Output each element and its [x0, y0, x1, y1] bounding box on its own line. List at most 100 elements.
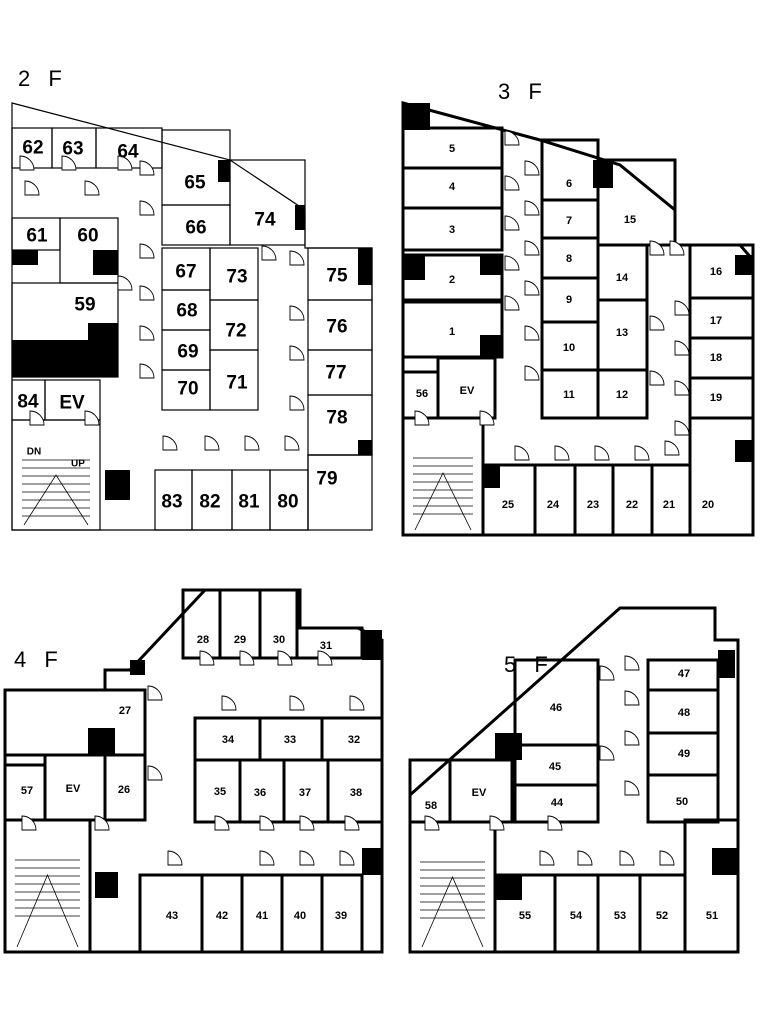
- room-label: 75: [326, 266, 348, 287]
- room-label: 43: [166, 910, 178, 922]
- door-icon: [524, 240, 540, 256]
- door-icon: [504, 215, 520, 231]
- room-label: 5: [449, 143, 455, 155]
- room-label: 30: [273, 634, 285, 646]
- room-label: 69: [177, 342, 198, 363]
- door-icon: [289, 345, 305, 361]
- door-icon: [524, 160, 540, 176]
- door-icon: [94, 815, 110, 831]
- door-icon: [524, 365, 540, 381]
- room-label: 14: [616, 272, 629, 284]
- room-label: 41: [256, 910, 268, 922]
- room-label: 17: [710, 315, 722, 327]
- door-icon: [204, 435, 220, 451]
- room-label: 38: [350, 787, 362, 799]
- room-label: 58: [425, 800, 437, 812]
- stair-landing: [414, 472, 472, 531]
- door-icon: [214, 815, 230, 831]
- room-label: 28: [197, 634, 209, 646]
- pillar: [95, 872, 118, 898]
- room-label: 2: [449, 274, 455, 286]
- pillar: [218, 160, 230, 182]
- door-icon: [289, 305, 305, 321]
- room-label: 74: [254, 210, 276, 231]
- door-icon: [424, 815, 440, 831]
- room-label: 53: [614, 910, 626, 922]
- room-label: 70: [177, 379, 198, 400]
- room-label: 81: [238, 492, 260, 513]
- pillar: [362, 630, 382, 660]
- door-icon: [344, 815, 360, 831]
- room-label: 33: [284, 734, 296, 746]
- door-icon: [139, 325, 155, 341]
- door-icon: [659, 850, 675, 866]
- room-label: 27: [119, 705, 131, 717]
- room-label: 64: [117, 142, 139, 163]
- stairwell: [11, 419, 101, 531]
- door-icon: [599, 745, 615, 761]
- room-label: 56: [416, 388, 428, 400]
- door-icon: [29, 410, 45, 426]
- room-label: 1: [449, 326, 455, 338]
- room-label: 51: [706, 910, 718, 922]
- room-label: 36: [254, 787, 266, 799]
- room-label: 60: [77, 226, 98, 247]
- door-icon: [577, 850, 593, 866]
- room-label: 20: [702, 499, 714, 511]
- room-label: 52: [656, 910, 668, 922]
- room-label: 9: [566, 294, 572, 306]
- room-label: 32: [348, 734, 360, 746]
- door-icon: [289, 395, 305, 411]
- pillar: [735, 440, 753, 462]
- room-label: 44: [551, 797, 564, 809]
- floor-title-5f: 5 F: [504, 652, 554, 677]
- room-label: 11: [563, 389, 575, 401]
- room-label: 8: [566, 253, 572, 265]
- pillar: [295, 205, 305, 230]
- door-icon: [84, 410, 100, 426]
- door-icon: [674, 420, 690, 436]
- room-label: 73: [226, 267, 247, 288]
- room-label: 23: [587, 499, 599, 511]
- pillar: [480, 255, 502, 275]
- room-label: 3: [449, 224, 455, 236]
- room-label: 40: [294, 910, 306, 922]
- elevator-label: EV: [66, 783, 81, 795]
- room-label: 12: [616, 389, 628, 401]
- pillar: [483, 465, 500, 488]
- door-icon: [504, 175, 520, 191]
- door-icon: [599, 665, 615, 681]
- door-icon: [674, 340, 690, 356]
- room-label: 19: [710, 392, 722, 404]
- room-label: 50: [676, 796, 688, 808]
- door-icon: [24, 180, 40, 196]
- room-label: 48: [678, 707, 690, 719]
- room: [269, 469, 309, 531]
- pillar: [718, 650, 735, 678]
- room-label: 67: [175, 262, 196, 283]
- door-icon: [349, 695, 365, 711]
- door-icon: [299, 850, 315, 866]
- door-icon: [61, 155, 77, 171]
- door-icon: [199, 650, 215, 666]
- door-icon: [259, 850, 275, 866]
- door-icon: [244, 435, 260, 451]
- room-label: 71: [226, 373, 248, 394]
- pillar: [12, 250, 38, 265]
- stairs-down-label: DN: [27, 447, 41, 458]
- room-label: 57: [21, 785, 33, 797]
- door-icon: [339, 850, 355, 866]
- room-label: 7: [566, 215, 572, 227]
- room-label: 6: [566, 178, 572, 190]
- door-icon: [317, 650, 333, 666]
- door-icon: [139, 243, 155, 259]
- door-icon: [624, 730, 640, 746]
- pillar: [495, 875, 522, 900]
- room-label: 24: [547, 499, 560, 511]
- room: [401, 206, 504, 252]
- room-label: 82: [199, 492, 220, 513]
- room: [229, 159, 306, 246]
- room-label: 29: [234, 634, 246, 646]
- room-label: 22: [626, 499, 638, 511]
- room-label: 13: [616, 327, 628, 339]
